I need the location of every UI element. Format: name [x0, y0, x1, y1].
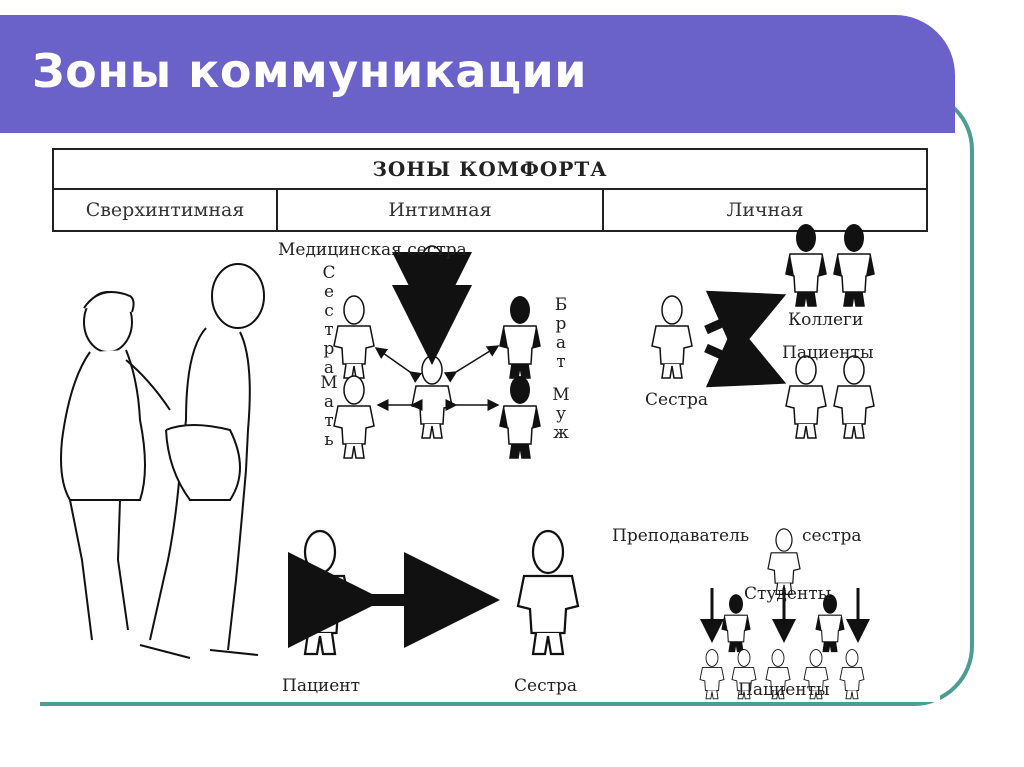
comfort-zones-table: ЗОНЫ КОМФОРТА Сверхинтимная Интимная Лич…	[52, 148, 928, 232]
label-colleagues: Коллеги	[788, 310, 864, 330]
label-personal-nurse: Сестра	[645, 390, 709, 410]
intimate-diagram	[333, 245, 541, 459]
table-header: ЗОНЫ КОМФОРТА	[54, 150, 926, 190]
patient-nurse-diagram	[288, 529, 580, 656]
label-bottom-patients: Пациенты	[738, 680, 830, 700]
label-teacher-nurse: сестра	[802, 526, 862, 546]
label-patient: Пациент	[282, 676, 361, 696]
superintimate-illustration	[60, 263, 265, 659]
zone-personal: Личная	[726, 199, 804, 221]
label-patients: Пациенты	[782, 343, 874, 363]
teacher-students-diagram	[699, 528, 870, 700]
title-bar	[0, 15, 955, 133]
label-nurse: Медицинская сестра	[278, 240, 467, 260]
zone-intimate: Интимная	[278, 190, 604, 230]
label-teacher: Преподаватель	[612, 526, 750, 546]
zone-superintimate: Сверхинтимная	[54, 190, 278, 230]
table-row: Сверхинтимная Интимная Личная	[54, 190, 926, 230]
label-bottom-nurse: Сестра	[514, 676, 578, 696]
slide-title: Зоны коммуникации	[32, 44, 588, 98]
personal-diagram	[651, 223, 875, 439]
label-students: Студенты	[744, 584, 832, 604]
